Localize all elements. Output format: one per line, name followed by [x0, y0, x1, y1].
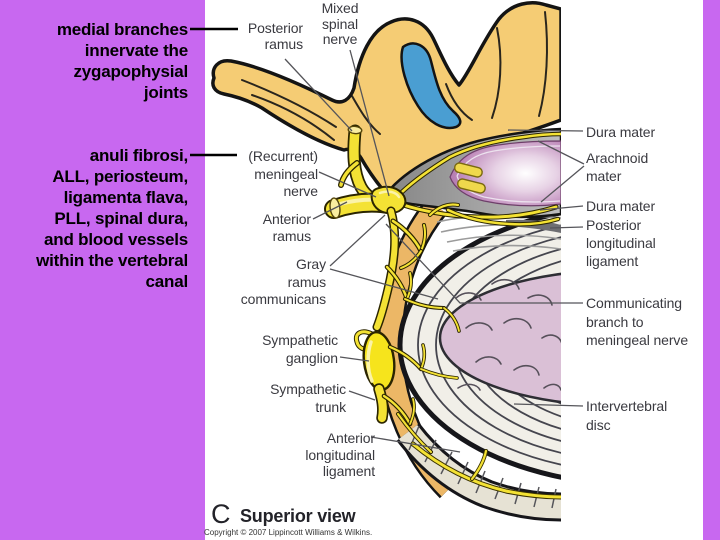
annotation-line: and blood vessels: [44, 230, 188, 249]
label-anterior-ramus: Anterior ramus: [262, 211, 311, 244]
annotation-line: ALL, periosteum,: [52, 167, 188, 186]
annotation-line: within the vertebral: [36, 251, 188, 270]
label-dura-mater-upper: Dura mater: [586, 124, 656, 140]
annotation-line: ligamenta flava,: [63, 188, 189, 207]
label-dura-mater-lower: Dura mater: [586, 198, 656, 214]
annotation-medial-branches: medial branches innervate the zygapophys…: [8, 19, 188, 103]
copyright-text: Copyright © 2007 Lippincott Williams & W…: [204, 528, 373, 537]
label-posterior-longitudinal-ligament: Posterior longitudinal ligament: [586, 217, 656, 269]
annotation-line: innervate the: [84, 41, 188, 60]
label-mixed-spinal-nerve: Mixed spinal nerve: [321, 0, 359, 47]
annotation-line: medial branches: [56, 20, 188, 39]
label-anterior-longitudinal-ligament: Anterior longitudinal ligament: [305, 430, 375, 479]
label-sympathetic-trunk: Sympathetic trunk: [270, 381, 346, 415]
label-intervertebral-disc: Intervertebral disc: [586, 398, 668, 433]
label-arachnoid-mater: Arachnoid mater: [586, 150, 649, 184]
label-posterior-ramus: Posterior ramus: [247, 20, 303, 52]
annotation-line: canal: [145, 272, 189, 291]
label-sympathetic-ganglion: Sympathetic ganglion: [262, 332, 338, 366]
annotation-line: joints: [143, 83, 188, 102]
annotation-line: PLL, spinal dura,: [54, 209, 188, 228]
label-communicating-branch: Communicating branch to meningeal nerve: [586, 295, 689, 348]
figure-caption: Superior view: [240, 506, 356, 526]
annotation-line: zygapophysial: [73, 62, 188, 81]
label-gray-ramus-communicans: Gray ramus communicans: [240, 256, 326, 307]
panel-letter: C: [211, 499, 231, 529]
annotation-line: anuli fibrosi,: [89, 146, 188, 165]
label-recurrent-meningeal-nerve: (Recurrent) meningeal nerve: [248, 148, 318, 199]
annotation-anuli-fibrosi: anuli fibrosi, ALL, periosteum, ligament…: [8, 145, 188, 292]
